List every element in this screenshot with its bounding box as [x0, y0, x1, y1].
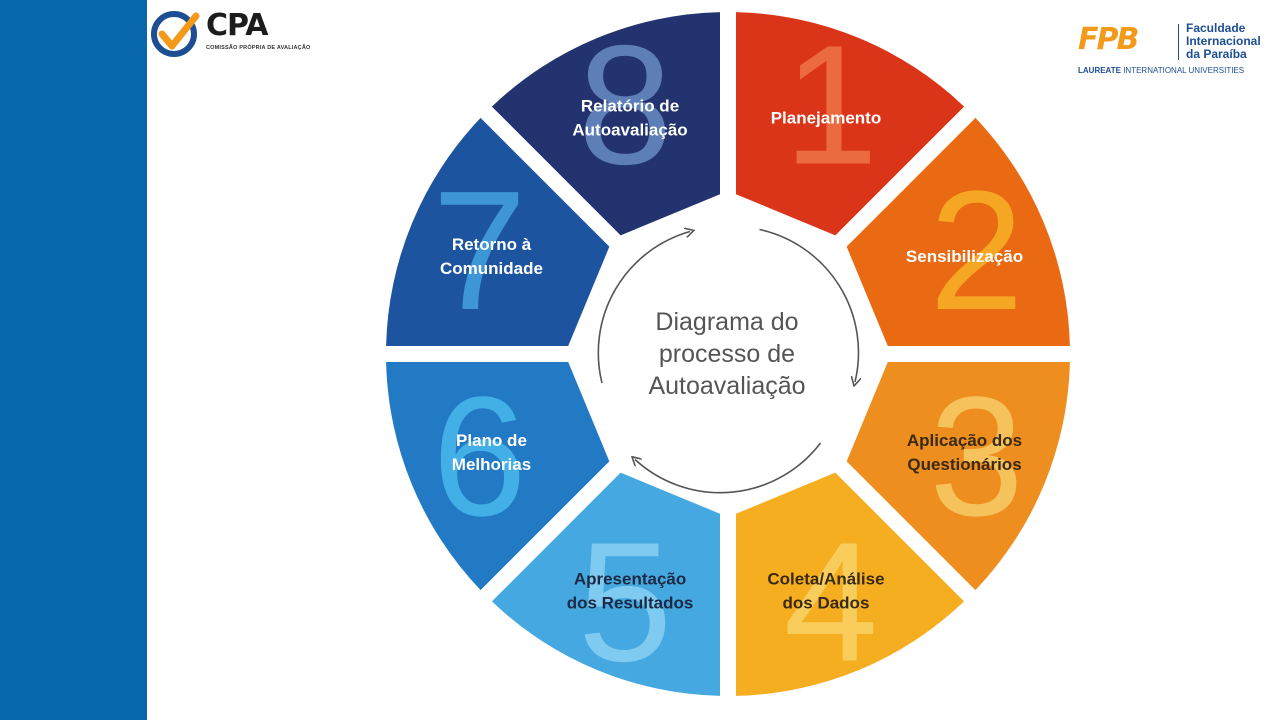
center-label-line-3: Autoavaliação: [648, 372, 805, 400]
center-label: Diagrama do processo de Autoavaliação: [648, 308, 805, 400]
cpa-logo-subtitle: COMISSÃO PRÓPRIA DE AVALIAÇÃO: [206, 45, 311, 51]
step-4-segment: [736, 472, 965, 696]
step-7-number: 7: [432, 156, 527, 346]
step-3-segment: [846, 362, 1070, 591]
fpb-logo-mark: FPB: [1078, 22, 1139, 57]
fpb-name-line-3: da Paraíba: [1186, 47, 1247, 61]
step-6-number: 6: [432, 362, 527, 552]
step-8-label-line-2: Autoavaliação: [572, 120, 687, 139]
center-label-line-1: Diagrama do: [655, 308, 798, 336]
step-6-label-line-2: Melhorias: [452, 455, 531, 474]
step-5-label-line-2: dos Resultados: [567, 594, 694, 613]
step-6-label-line-1: Plano de: [456, 431, 527, 450]
fpb-institution-name: Faculdade Internacional da Paraíba: [1186, 22, 1261, 61]
cycle-arrows: [597, 228, 859, 494]
step-5-segment: [491, 472, 720, 696]
left-sidebar: [0, 0, 147, 720]
center-label-line-2: processo de: [659, 340, 795, 368]
step-8-segment: [491, 12, 720, 236]
step-1-segment: [736, 12, 965, 236]
step-3-label-line-1: Aplicação dos: [907, 431, 1022, 450]
step-3-label-line-2: Questionários: [907, 455, 1021, 474]
laureate-tagline: LAUREATE INTERNATIONAL UNIVERSITIES: [1078, 66, 1244, 75]
fpb-logo: FPB Faculdade Internacional da Paraíba L…: [1074, 20, 1264, 80]
step-4-number: 4: [784, 508, 879, 698]
cpa-check-icon: [151, 11, 200, 57]
fpb-name-line-2: Internacional: [1186, 34, 1261, 48]
step-5-number: 5: [578, 508, 673, 698]
cpa-logo-text: CPA: [206, 8, 268, 43]
step-8-number: 8: [578, 10, 673, 200]
cpa-logo: CPA COMISSÃO PRÓPRIA DE AVALIAÇÃO: [150, 8, 311, 58]
step-3-number: 3: [929, 362, 1024, 552]
fpb-logo-divider: [1178, 24, 1179, 60]
step-5-label-line-1: Apresentação: [574, 570, 686, 589]
step-8-label-line-1: Relatório de: [581, 96, 679, 115]
cycle-arrow-top: [759, 228, 859, 383]
step-2-number: 2: [929, 156, 1024, 346]
step-2-label-line-1: Sensibilização: [906, 247, 1023, 266]
step-4-label-line-2: dos Dados: [783, 594, 870, 613]
step-6-segment: [386, 362, 610, 591]
step-2-segment: [846, 117, 1070, 346]
fpb-name-line-1: Faculdade: [1186, 21, 1246, 35]
laureate-bold: LAUREATE: [1078, 66, 1121, 75]
laureate-rest: INTERNATIONAL UNIVERSITIES: [1120, 66, 1245, 75]
step-7-label-line-2: Comunidade: [440, 259, 543, 278]
step-1-number: 1: [784, 10, 879, 200]
step-4-label-line-1: Coleta/Análise: [767, 570, 884, 589]
step-7-segment: [386, 117, 610, 346]
cycle-arrow-left: [597, 232, 690, 384]
step-7-label-line-1: Retorno à: [452, 235, 532, 254]
cycle-arrow-bottom: [635, 442, 822, 494]
step-1-label-line-1: Planejamento: [771, 108, 882, 127]
